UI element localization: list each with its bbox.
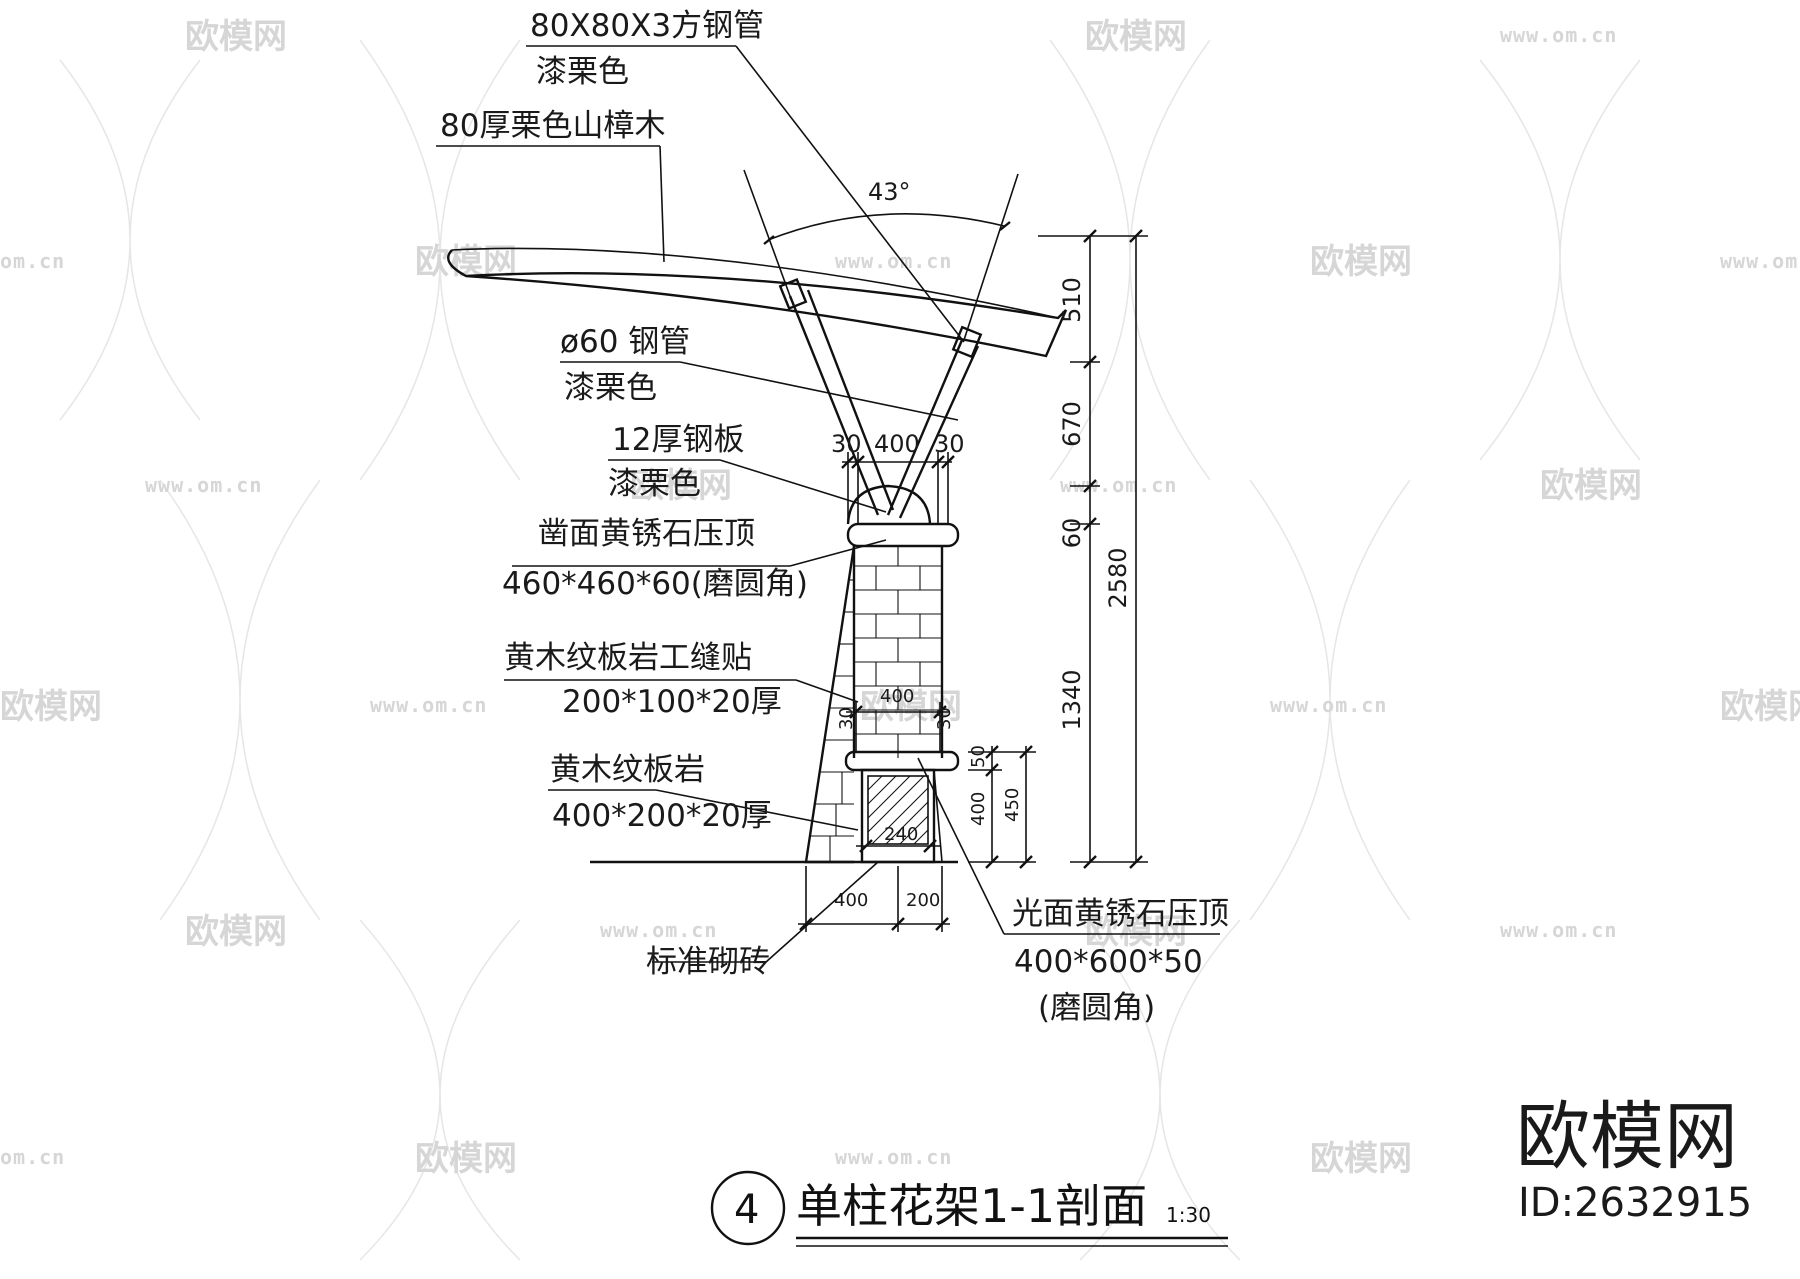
label-slate-spec: 400*200*20厚 (552, 798, 772, 834)
brand-id: ID:2632915 (1518, 1180, 1752, 1226)
label-steel-pipe-spec: ø60 钢管 (560, 324, 690, 360)
brand-mark: 欧模网 ID:2632915 (1516, 1094, 1752, 1226)
watermark-logo: 欧模网 (1540, 466, 1642, 506)
label-coping-name: 凿面黄锈石压顶 (538, 516, 755, 552)
watermark-url: www.om.cn (1060, 473, 1177, 497)
watermark-layer: 欧模网 欧模网 www.om.cn om.cn 欧模网 www.om.cn 欧模… (0, 17, 1800, 1261)
dimension-lines: 43° 510 670 60 2580 1340 30 400 30 (743, 169, 1148, 932)
section-number: 4 (734, 1187, 759, 1233)
label-tube-finish: 漆栗色 (536, 54, 629, 90)
label-coping-spec: 460*460*60(磨圆角) (502, 566, 808, 602)
brand-name: 欧模网 (1516, 1094, 1738, 1180)
label-cladding-name: 黄木纹板岩工缝贴 (504, 640, 752, 676)
watermark-url: www.om.cn (835, 1145, 952, 1169)
label-smooth-coping-name: 光面黄锈石压顶 (1012, 896, 1229, 932)
dim-400-vertical: 400 (968, 792, 989, 826)
angle-label: 43° (868, 178, 911, 206)
dim-mid-30-right: 30 (934, 707, 955, 730)
watermark-logo: 欧模网 (185, 17, 287, 57)
dim-510: 510 (1058, 277, 1086, 323)
annotation-leaders (436, 45, 1220, 963)
watermark-logo: 欧模网 (415, 1139, 517, 1179)
watermark-logo: 欧模网 (0, 687, 102, 727)
dim-240: 240 (884, 824, 918, 845)
watermark-url: www.om.cn (145, 473, 262, 497)
watermark-url: www.om.cn (600, 918, 717, 942)
drawing-title: 单柱花架1-1剖面 (796, 1179, 1147, 1233)
watermark-url: www.om.cn (835, 249, 952, 273)
annotation-labels: 80X80X3方钢管 漆栗色 80厚栗色山樟木 ø60 钢管 漆栗色 12厚钢板… (440, 8, 1229, 1026)
column-body (852, 546, 944, 758)
steel-plate (846, 484, 932, 525)
label-tube-spec: 80X80X3方钢管 (530, 8, 764, 44)
watermark-url: www.om.cn (1500, 23, 1617, 47)
label-smooth-coping-note: (磨圆角) (1038, 990, 1155, 1026)
watermark-logo: 欧模网 (1720, 687, 1800, 727)
watermark-logo: 欧模网 (185, 912, 287, 952)
drawing-scale: 1:30 (1166, 1203, 1211, 1227)
label-cladding-spec: 200*100*20厚 (562, 684, 782, 720)
dim-mid-400: 400 (880, 686, 914, 707)
watermark-url: om.cn (0, 1145, 65, 1169)
dim-2580: 2580 (1104, 547, 1132, 608)
label-slate-name: 黄木纹板岩 (550, 752, 705, 788)
dim-1340: 1340 (1058, 669, 1086, 730)
dim-50: 50 (968, 745, 989, 768)
dim-top-30-right: 30 (934, 430, 965, 458)
section-number-circle (710, 1170, 786, 1246)
watermark-logo: 欧模网 (1085, 912, 1187, 952)
steel-pipe-v (778, 277, 983, 519)
label-smooth-coping-spec: 400*600*50 (1014, 944, 1203, 980)
title-block: 4 单柱花架1-1剖面 1:30 (710, 1170, 1228, 1247)
watermark-url: www.om.cn (1270, 693, 1387, 717)
watermark-url: om.cn (0, 249, 65, 273)
watermark-logo: 欧模网 (1310, 242, 1412, 282)
dim-top-400: 400 (874, 430, 920, 458)
timber-beam (447, 249, 1068, 358)
dim-670: 670 (1058, 401, 1086, 447)
rough-coping-stone (846, 522, 960, 548)
pergola-structure (447, 247, 1068, 864)
watermark-logo: 欧模网 (1085, 17, 1187, 57)
dim-60: 60 (1058, 518, 1086, 549)
dim-top-30-left: 30 (831, 430, 862, 458)
watermark-url: www.om.cn (1720, 249, 1800, 273)
brick-base (804, 545, 856, 864)
watermark-url: www.om.cn (1500, 918, 1617, 942)
label-timber-spec: 80厚栗色山樟木 (440, 108, 665, 144)
label-steel-pipe-finish: 漆栗色 (564, 370, 657, 406)
dim-450: 450 (1002, 788, 1023, 822)
watermark-logo: 欧模网 (1310, 1139, 1412, 1179)
label-steel-plate-spec: 12厚钢板 (612, 422, 744, 458)
watermark-logo: 欧模网 (630, 466, 732, 506)
dim-mid-30-left: 30 (836, 707, 857, 730)
dim-bottom-200: 200 (906, 890, 940, 911)
watermark-url: www.om.cn (370, 693, 487, 717)
dim-bottom-400: 400 (834, 890, 868, 911)
label-brick: 标准砌砖 (646, 944, 770, 980)
label-steel-plate-finish: 漆栗色 (608, 466, 701, 502)
